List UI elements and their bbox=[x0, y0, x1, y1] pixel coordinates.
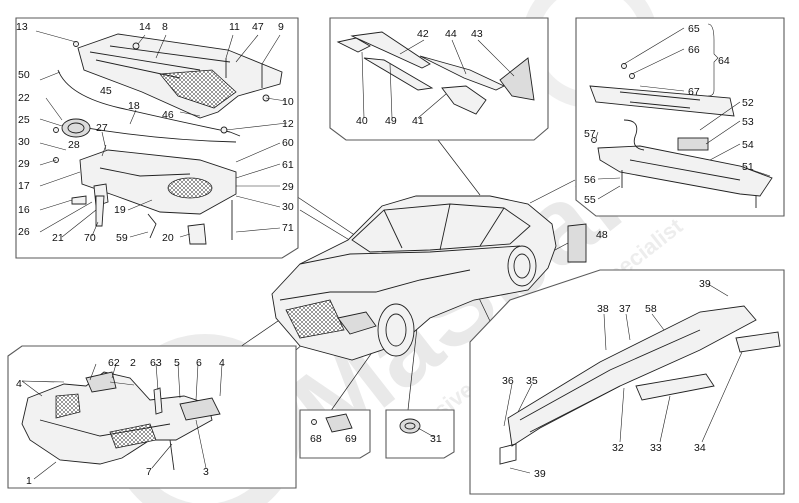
callout-31: 31 bbox=[430, 433, 442, 445]
callout-64: 64 bbox=[718, 55, 730, 67]
callout-18: 18 bbox=[128, 100, 140, 112]
callout-39a: 39 bbox=[699, 278, 711, 290]
panel-grommet bbox=[385, 409, 455, 459]
callout-25: 25 bbox=[18, 114, 30, 126]
callout-3: 3 bbox=[203, 466, 209, 478]
callout-5: 5 bbox=[174, 357, 180, 369]
callout-28: 28 bbox=[68, 139, 80, 151]
callout-50: 50 bbox=[18, 69, 30, 81]
callout-2: 2 bbox=[130, 357, 136, 369]
callout-35: 35 bbox=[526, 375, 538, 387]
callout-22: 22 bbox=[18, 92, 30, 104]
callout-45: 45 bbox=[100, 85, 112, 97]
callout-9: 9 bbox=[278, 21, 284, 33]
callout-8: 8 bbox=[162, 21, 168, 33]
callout-17: 17 bbox=[18, 180, 30, 192]
callout-37: 37 bbox=[619, 303, 631, 315]
callout-44: 44 bbox=[445, 28, 457, 40]
callout-68: 68 bbox=[310, 433, 322, 445]
callout-29b: 29 bbox=[282, 181, 294, 193]
callout-27: 27 bbox=[96, 122, 108, 134]
callout-58: 58 bbox=[645, 303, 657, 315]
callout-4a: 4 bbox=[16, 378, 22, 390]
callout-54: 54 bbox=[742, 139, 754, 151]
callout-66: 66 bbox=[688, 44, 700, 56]
callout-41: 41 bbox=[412, 115, 424, 127]
callout-19: 19 bbox=[114, 204, 126, 216]
callout-34: 34 bbox=[694, 442, 706, 454]
callout-53: 53 bbox=[742, 116, 754, 128]
callout-21: 21 bbox=[52, 232, 64, 244]
callout-4b: 4 bbox=[219, 357, 225, 369]
callout-55: 55 bbox=[584, 194, 596, 206]
panel-badge bbox=[299, 409, 371, 459]
callout-59: 59 bbox=[116, 232, 128, 244]
callout-labels: 13 14 8 11 47 9 50 45 22 10 18 46 25 12 … bbox=[16, 21, 754, 487]
panel-spoiler bbox=[575, 17, 785, 217]
callout-12: 12 bbox=[282, 118, 294, 130]
callout-7: 7 bbox=[146, 466, 152, 478]
callout-62: 62 bbox=[108, 357, 120, 369]
callout-63: 63 bbox=[150, 357, 162, 369]
callout-1: 1 bbox=[26, 475, 32, 487]
callout-43: 43 bbox=[471, 28, 483, 40]
callout-29a: 29 bbox=[18, 158, 30, 170]
panel-glass-trim bbox=[329, 17, 549, 141]
callout-33: 33 bbox=[650, 442, 662, 454]
callout-70: 70 bbox=[84, 232, 96, 244]
callout-48: 48 bbox=[596, 229, 608, 241]
callout-60: 60 bbox=[282, 137, 294, 149]
callout-71: 71 bbox=[282, 222, 294, 234]
callout-11: 11 bbox=[229, 21, 240, 33]
callout-51: 51 bbox=[742, 161, 754, 173]
callout-14: 14 bbox=[139, 21, 151, 33]
callout-52: 52 bbox=[742, 97, 754, 109]
callout-69: 69 bbox=[345, 433, 357, 445]
panel-underbody bbox=[7, 345, 297, 489]
callout-46: 46 bbox=[162, 109, 174, 121]
callout-47: 47 bbox=[252, 21, 264, 33]
callout-13: 13 bbox=[16, 21, 28, 33]
callout-42: 42 bbox=[417, 28, 429, 40]
callout-36: 36 bbox=[502, 375, 514, 387]
callout-67: 67 bbox=[688, 86, 700, 98]
callout-38: 38 bbox=[597, 303, 609, 315]
callout-10: 10 bbox=[282, 96, 294, 108]
callout-49: 49 bbox=[385, 115, 397, 127]
callout-16: 16 bbox=[18, 204, 30, 216]
callout-56: 56 bbox=[584, 174, 596, 186]
callout-39b: 39 bbox=[534, 468, 546, 480]
panel-sill bbox=[469, 269, 785, 495]
panel-cowl bbox=[15, 17, 299, 259]
callout-61: 61 bbox=[282, 159, 294, 171]
callout-6: 6 bbox=[196, 357, 202, 369]
car-illustration bbox=[271, 195, 587, 361]
callout-65: 65 bbox=[688, 23, 700, 35]
callout-30a: 30 bbox=[18, 136, 30, 148]
callout-30b: 30 bbox=[282, 201, 294, 213]
callout-32: 32 bbox=[612, 442, 624, 454]
callout-57: 57 bbox=[584, 128, 596, 140]
callout-40: 40 bbox=[356, 115, 368, 127]
callout-26: 26 bbox=[18, 226, 30, 238]
callout-20: 20 bbox=[162, 232, 174, 244]
